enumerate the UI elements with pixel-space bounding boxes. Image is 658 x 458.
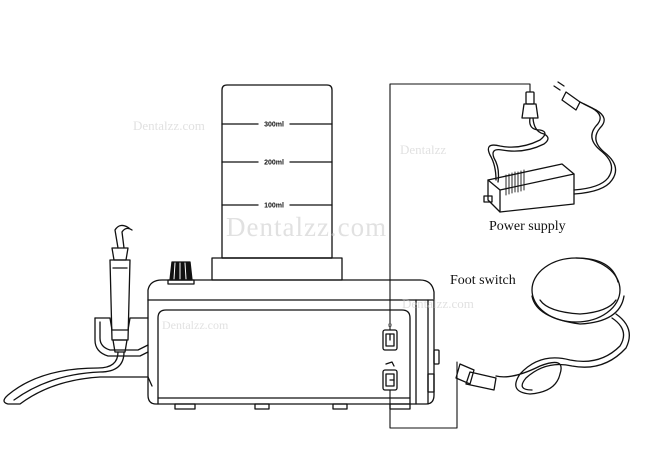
graduation-200-label: 200ml: [264, 160, 284, 167]
connection-wires: [389, 83, 531, 429]
handpiece-cable: [3, 351, 153, 405]
main-unit: [147, 279, 440, 410]
power-supply-unit: [483, 81, 617, 213]
water-bottle: 300ml 200ml 100ml: [211, 84, 343, 281]
graduation-300-label: 300ml: [264, 122, 284, 129]
foot-switch-label: Foot switch: [450, 273, 516, 288]
foot-switch-connector-port: [382, 361, 398, 391]
foot-switch-pedal: [531, 257, 625, 325]
handpiece-holder: [94, 317, 149, 357]
graduation-100-label: 100ml: [264, 203, 284, 210]
control-knob: [167, 261, 195, 285]
power-supply-label: Power supply: [489, 219, 566, 234]
scaler-handpiece: [109, 224, 133, 353]
foot-switch-cable: [455, 313, 630, 395]
